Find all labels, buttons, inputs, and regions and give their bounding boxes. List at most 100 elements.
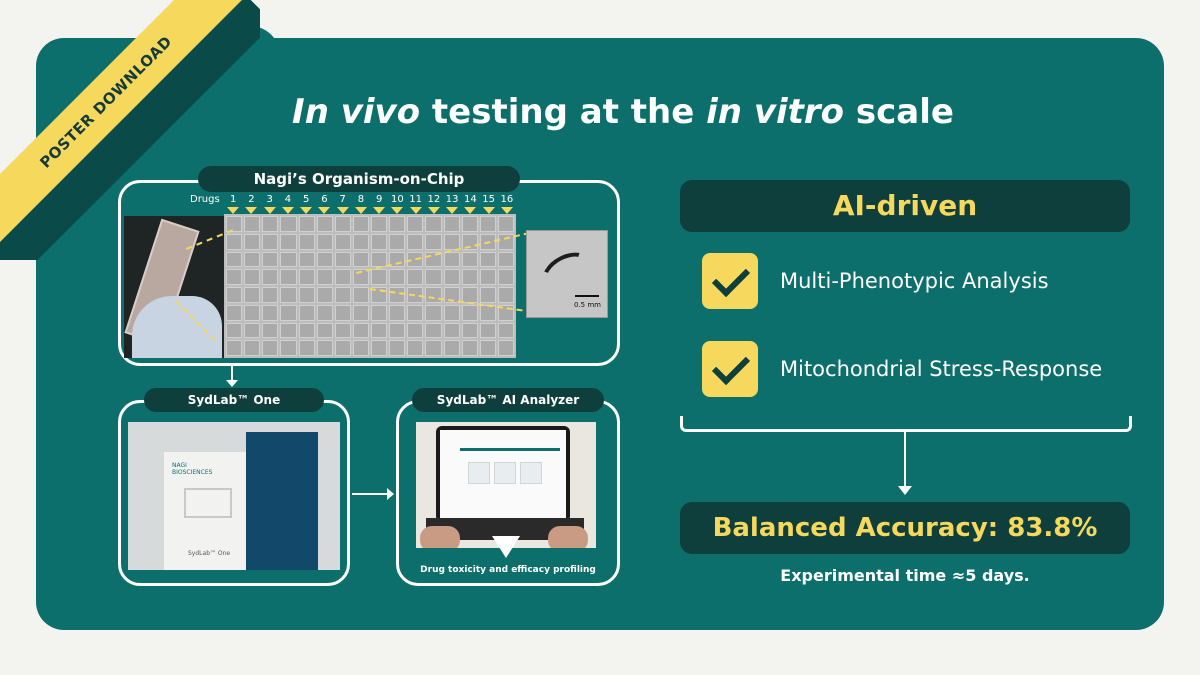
well-cell bbox=[226, 304, 243, 321]
well-cell bbox=[316, 216, 333, 232]
title-in-vitro: in vitro bbox=[706, 92, 845, 132]
well-cell bbox=[407, 340, 424, 356]
well-cell bbox=[316, 304, 333, 321]
ai-analyzer-label: SydLab™ AI Analyzer bbox=[412, 388, 604, 412]
well-cell bbox=[389, 340, 406, 356]
drug-number: 6 bbox=[315, 194, 333, 214]
well-cell bbox=[352, 216, 369, 232]
well-cell bbox=[262, 322, 279, 339]
check-label: Mitochondrial Stress-Response bbox=[780, 357, 1103, 381]
well-cell bbox=[407, 304, 424, 321]
machine-door bbox=[184, 488, 232, 518]
right-connector-arrow bbox=[352, 488, 394, 500]
check-label: Multi-Phenotypic Analysis bbox=[780, 269, 1049, 293]
drug-number: 9 bbox=[370, 194, 388, 214]
well-cell bbox=[316, 322, 333, 339]
well-cell bbox=[425, 233, 442, 250]
well-cell bbox=[371, 233, 388, 250]
well-cell bbox=[443, 216, 460, 232]
check-item-multi-phenotypic: Multi-Phenotypic Analysis bbox=[702, 253, 1122, 309]
well-cell bbox=[371, 269, 388, 285]
ai-analyzer-photo bbox=[416, 422, 596, 548]
well-cell bbox=[497, 340, 514, 356]
screen-chart-2 bbox=[494, 462, 516, 484]
well-cell bbox=[334, 322, 351, 339]
well-cell bbox=[244, 269, 261, 285]
well-cell bbox=[262, 304, 279, 321]
well-cell bbox=[352, 322, 369, 339]
well-cell bbox=[316, 340, 333, 356]
well-cell bbox=[244, 340, 261, 356]
well-cell bbox=[280, 269, 297, 285]
scale-label: 0.5 mm bbox=[574, 301, 601, 309]
well-cell bbox=[371, 287, 388, 303]
balanced-accuracy-box: Balanced Accuracy: 83.8% bbox=[680, 502, 1130, 554]
well-cell bbox=[371, 251, 388, 268]
page-title: In vivo testing at the in vitro scale bbox=[0, 92, 1200, 132]
well-cell bbox=[389, 287, 406, 303]
tablet bbox=[436, 426, 570, 522]
well-cell bbox=[407, 216, 424, 232]
drug-number: 10 bbox=[388, 194, 406, 214]
well-cell bbox=[479, 216, 496, 232]
sydlab-one-label: SydLab™ One bbox=[144, 388, 324, 412]
well-cell bbox=[425, 340, 442, 356]
well-cell bbox=[352, 340, 369, 356]
well-cell bbox=[280, 251, 297, 268]
well-cell bbox=[389, 216, 406, 232]
well-cell bbox=[479, 251, 496, 268]
machine-side-panel bbox=[246, 432, 318, 570]
well-cell bbox=[226, 233, 243, 250]
well-cell bbox=[244, 322, 261, 339]
well-cell bbox=[334, 216, 351, 232]
well-cell bbox=[298, 251, 315, 268]
well-cell bbox=[262, 216, 279, 232]
well-cell bbox=[226, 340, 243, 356]
well-cell bbox=[262, 269, 279, 285]
well-cell bbox=[425, 216, 442, 232]
well-cell bbox=[371, 216, 388, 232]
well-cell bbox=[425, 269, 442, 285]
well-cell bbox=[479, 304, 496, 321]
well-cell bbox=[226, 322, 243, 339]
well-cell bbox=[461, 287, 478, 303]
well-cell bbox=[262, 251, 279, 268]
ribbon-shadow bbox=[0, 0, 260, 260]
well-cell bbox=[443, 340, 460, 356]
machine-brand: NAGI BIOSCIENCES bbox=[172, 462, 213, 476]
corner-ribbon[interactable]: POSTER DOWNLOAD bbox=[0, 0, 260, 260]
well-cell bbox=[316, 251, 333, 268]
drug-number: 5 bbox=[297, 194, 315, 214]
well-cell bbox=[443, 322, 460, 339]
drugs-label: Drugs bbox=[190, 194, 220, 205]
drug-number: 2 bbox=[242, 194, 260, 214]
well-cell bbox=[371, 304, 388, 321]
well-cell bbox=[497, 287, 514, 303]
well-cell bbox=[226, 269, 243, 285]
ai-analyzer-caption: Drug toxicity and efficacy profiling bbox=[420, 565, 596, 575]
title-in-vivo: In vivo bbox=[292, 92, 421, 132]
well-cell bbox=[280, 216, 297, 232]
well-cell bbox=[425, 304, 442, 321]
scale-bar bbox=[575, 295, 599, 297]
drug-number: 8 bbox=[352, 194, 370, 214]
well-cell bbox=[334, 269, 351, 285]
well-cell bbox=[280, 233, 297, 250]
machine-name: SydLab™ One bbox=[188, 550, 231, 557]
well-cell bbox=[461, 269, 478, 285]
keyboard bbox=[426, 518, 584, 540]
well-cell bbox=[479, 269, 496, 285]
well-cell bbox=[389, 269, 406, 285]
well-cell bbox=[226, 216, 243, 232]
well-cell bbox=[461, 251, 478, 268]
drug-number: 14 bbox=[461, 194, 479, 214]
well-cell bbox=[443, 269, 460, 285]
well-cell bbox=[334, 340, 351, 356]
well-cell bbox=[262, 340, 279, 356]
well-grid-image bbox=[224, 214, 516, 358]
well-cell bbox=[298, 304, 315, 321]
well-cell bbox=[244, 287, 261, 303]
grouping-bracket bbox=[680, 416, 1132, 432]
right-hand bbox=[548, 526, 588, 548]
